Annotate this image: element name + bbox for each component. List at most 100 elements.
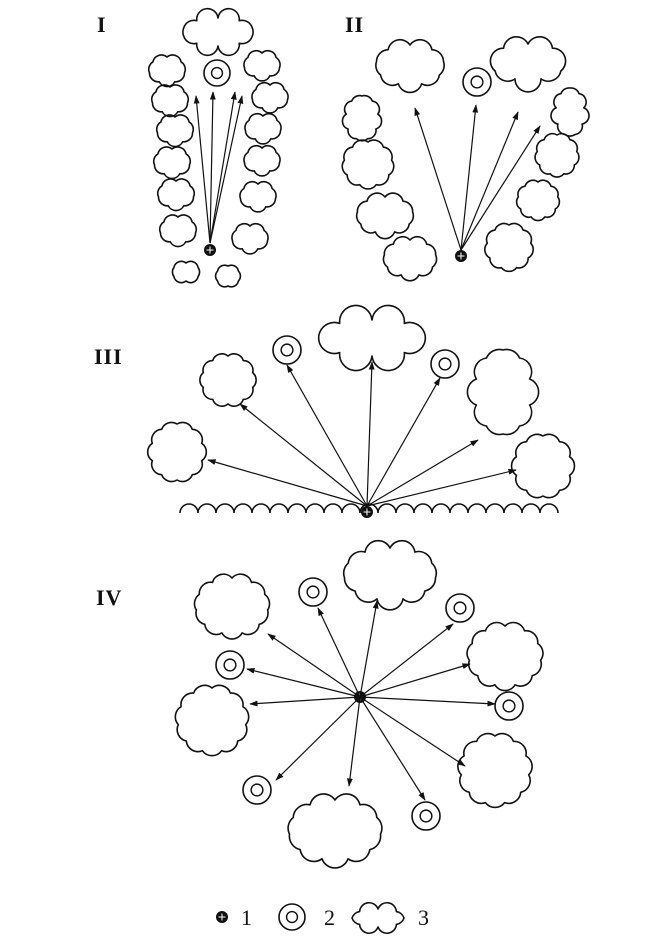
target-ring — [278, 903, 306, 931]
arrow-line — [249, 696, 361, 707]
arrow-line — [267, 633, 361, 698]
panel-label-ii: II — [345, 12, 365, 37]
cloud-shape — [534, 132, 580, 178]
arrow-line — [359, 663, 471, 698]
target-ring-inner — [285, 910, 299, 924]
target-ring — [272, 335, 302, 365]
cloud-shape — [231, 222, 269, 255]
cloud-shape — [243, 49, 281, 82]
target-ring-inner — [250, 783, 264, 797]
target-ring — [445, 593, 475, 623]
cloud-shape — [550, 87, 590, 137]
cloud-shape — [182, 7, 254, 57]
cloud-shape — [171, 260, 201, 284]
arrow-line — [460, 111, 519, 251]
cloud-shape — [158, 214, 198, 248]
cloud-shape — [375, 38, 445, 94]
cloud-shape — [341, 94, 383, 142]
legend-number-2: 2 — [324, 905, 335, 930]
arrow-line — [359, 600, 379, 698]
cloud-shape — [466, 621, 544, 692]
arrow-line — [317, 607, 361, 698]
cloud-shape — [382, 235, 438, 282]
target-ring-inner — [502, 699, 516, 713]
target-ring — [430, 349, 460, 379]
target-ring-inner — [438, 357, 452, 371]
panel-label-iv: IV — [96, 585, 123, 610]
legend-number-3: 3 — [418, 905, 429, 930]
arrow-line — [366, 377, 441, 507]
cloud-shape — [287, 793, 383, 869]
legend-symbols — [216, 901, 405, 935]
target-ring — [298, 577, 328, 607]
arrow-line — [239, 403, 368, 507]
cloud-shape — [510, 433, 576, 499]
target-ring — [494, 691, 524, 721]
target-ring — [203, 59, 231, 87]
arrow-line — [209, 91, 237, 244]
arrow-line — [207, 459, 368, 507]
cloud-shape — [214, 264, 242, 288]
cloud-shape — [342, 539, 438, 611]
cloud-shape — [457, 732, 533, 809]
cloud-shape — [489, 35, 567, 93]
cloud-shape — [244, 112, 282, 145]
panel-label-i: I — [97, 12, 107, 37]
legend-number-1: 1 — [241, 905, 252, 930]
arrow-line — [366, 439, 479, 507]
target-ring — [462, 67, 492, 97]
target-ring-inner — [210, 66, 224, 80]
target-ring-inner — [280, 343, 294, 357]
target-ring-inner — [453, 601, 467, 615]
arrow-line — [359, 696, 426, 801]
target-ring-inner — [419, 809, 433, 823]
panel-label-iii: III — [94, 344, 123, 369]
cloud-shape — [152, 146, 192, 180]
cloud-shape — [239, 180, 277, 213]
cloud-shape — [199, 353, 257, 407]
cloud-shape — [484, 222, 534, 273]
scalloped-boundary — [179, 503, 559, 514]
arrow-line — [366, 468, 517, 507]
target-ring — [411, 801, 441, 831]
target-ring — [242, 775, 272, 805]
arrow-line — [359, 696, 466, 767]
cloud-shape — [243, 144, 281, 177]
cloud-shape — [341, 139, 395, 190]
arrow-line — [359, 696, 496, 707]
cloud-shape — [317, 304, 427, 372]
arrow-line — [359, 623, 454, 698]
panel-i-diagram — [147, 7, 289, 288]
arrow-line — [209, 91, 216, 244]
cloud-shape — [150, 84, 190, 118]
panel-iv-diagram — [174, 539, 544, 869]
target-ring — [215, 650, 245, 680]
arrow-line — [414, 107, 462, 251]
cloud-shape — [174, 684, 250, 757]
target-ring-inner — [306, 585, 320, 599]
target-ring-inner — [223, 658, 237, 672]
cloud-shape — [251, 81, 289, 114]
arrow-line — [366, 361, 375, 507]
panel-iii-diagram — [146, 304, 576, 518]
arrow-line — [275, 696, 361, 781]
cloud-shape — [466, 348, 540, 436]
cloud-shape — [155, 114, 195, 148]
cloud-shape — [146, 421, 208, 483]
arrow-line — [209, 95, 244, 244]
target-ring-inner — [470, 75, 484, 89]
arrow-line — [460, 104, 479, 251]
panel-ii-diagram — [341, 35, 590, 282]
arrow-line — [347, 696, 361, 787]
cloud-shape — [147, 54, 187, 88]
arrow-line — [286, 364, 368, 507]
cloud-shape — [351, 901, 405, 935]
arrow-line — [193, 95, 211, 244]
cloud-shape — [355, 192, 415, 240]
arrow-line — [246, 667, 361, 698]
cloud-shape — [193, 573, 271, 640]
cloud-shape — [515, 179, 561, 222]
arrow-line — [460, 125, 541, 251]
cloud-shape — [156, 178, 196, 212]
